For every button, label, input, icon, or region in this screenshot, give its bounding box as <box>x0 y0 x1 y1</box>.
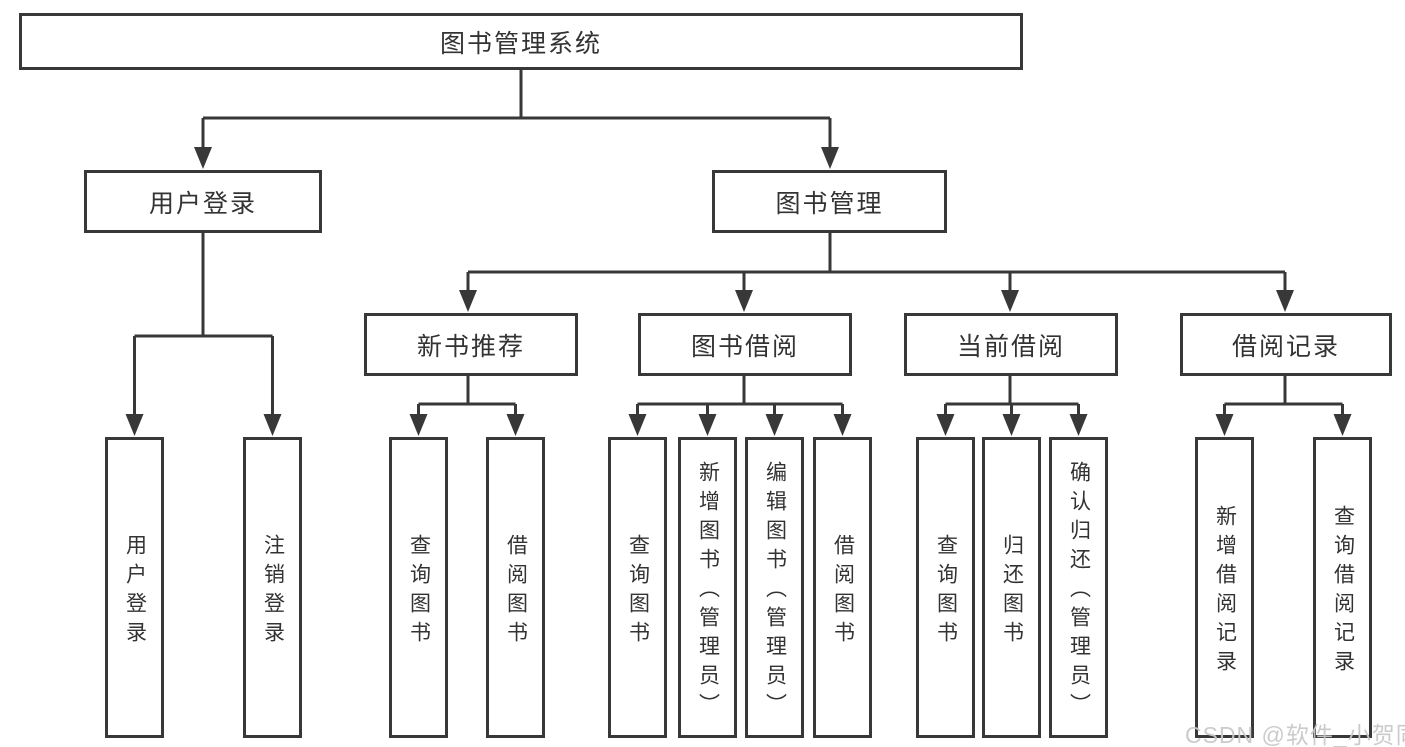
node-book-borrowing: 图书借阅 <box>638 313 852 376</box>
leaf-user-login: 用户登录 <box>105 437 164 738</box>
leaf-label: 借阅图书 <box>831 533 855 650</box>
leaf-label: 新增图书（管理员） <box>696 461 720 722</box>
arrowhead-down <box>506 414 525 436</box>
arrowhead-down <box>1002 414 1021 436</box>
node-library-management-system: 图书管理系统 <box>19 13 1023 70</box>
leaf-label: 注销登录 <box>261 533 285 650</box>
arrowhead-down <box>698 414 717 436</box>
arrowhead-down <box>936 414 955 436</box>
leaf-records-query-borrow-record: 查询借阅记录 <box>1313 437 1372 738</box>
arrowhead-down <box>628 414 647 436</box>
connector-borrowing-records-children <box>1223 376 1344 416</box>
leaf-label: 查询图书 <box>934 533 958 650</box>
arrowhead-down <box>1333 414 1352 436</box>
csdn-watermark: CSDN @软件_小贺同学 <box>1185 722 1405 747</box>
leaf-label: 用户登录 <box>123 533 147 650</box>
leaf-label: 确认归还（管理员） <box>1067 461 1091 722</box>
leaf-label: 新增借阅记录 <box>1213 504 1237 679</box>
leaf-current-query-books: 查询图书 <box>916 437 975 738</box>
leaf-current-return-books: 归还图书 <box>982 437 1041 738</box>
leaf-label: 归还图书 <box>1000 533 1024 650</box>
node-label: 图书借阅 <box>690 332 799 361</box>
leaf-label: 查询借阅记录 <box>1331 504 1355 679</box>
arrowhead-down <box>1276 290 1294 312</box>
connector-book-borrowing-children <box>636 376 844 416</box>
leaf-label: 编辑图书（管理员） <box>763 461 787 722</box>
arrowhead-down <box>833 414 852 436</box>
arrowhead-down <box>1001 290 1019 312</box>
leaf-logout: 注销登录 <box>243 437 302 738</box>
arrowhead-down <box>263 414 282 436</box>
connector-root-to-level2 <box>201 68 832 149</box>
node-borrowing-records: 借阅记录 <box>1180 313 1392 376</box>
node-label: 用户登录 <box>148 189 257 218</box>
arrowhead-down <box>125 414 144 436</box>
arrowhead-down <box>821 147 839 169</box>
leaf-borrowing-add-books-admin: 新增图书（管理员） <box>678 437 737 738</box>
node-new-book-recommendation: 新书推荐 <box>364 313 578 376</box>
connector-current-borrowing-children <box>944 376 1080 416</box>
leaf-label: 查询图书 <box>407 533 431 650</box>
leaf-records-add-borrow-record: 新增借阅记录 <box>1195 437 1254 738</box>
connector-user-login-children <box>133 231 274 416</box>
arrowhead-down <box>735 290 753 312</box>
node-label: 新书推荐 <box>416 332 525 361</box>
leaf-borrowing-query-books: 查询图书 <box>608 437 667 738</box>
arrowhead-down <box>1069 414 1088 436</box>
node-label: 图书管理 <box>775 189 884 218</box>
leaf-borrowing-edit-books-admin: 编辑图书（管理员） <box>745 437 804 738</box>
node-label: 当前借阅 <box>956 332 1065 361</box>
arrowhead-down <box>1215 414 1234 436</box>
node-label: 图书管理系统 <box>439 29 602 58</box>
connector-new-book-children <box>417 376 517 416</box>
connector-book-management-children <box>466 231 1287 291</box>
leaf-newbook-borrow-books: 借阅图书 <box>486 437 545 738</box>
arrowhead-down <box>194 147 212 169</box>
arrowhead-down <box>409 414 428 436</box>
arrowhead-down <box>765 414 784 436</box>
node-user-login: 用户登录 <box>84 170 322 233</box>
leaf-borrowing-borrow-books: 借阅图书 <box>813 437 872 738</box>
leaf-label: 查询图书 <box>626 533 650 650</box>
leaf-label: 借阅图书 <box>504 533 528 650</box>
node-book-management: 图书管理 <box>712 170 947 233</box>
node-current-borrowing: 当前借阅 <box>904 313 1118 376</box>
node-label: 借阅记录 <box>1231 332 1340 361</box>
leaf-current-confirm-return-admin: 确认归还（管理员） <box>1049 437 1108 738</box>
leaf-newbook-query-books: 查询图书 <box>389 437 448 738</box>
arrowhead-down <box>459 290 477 312</box>
